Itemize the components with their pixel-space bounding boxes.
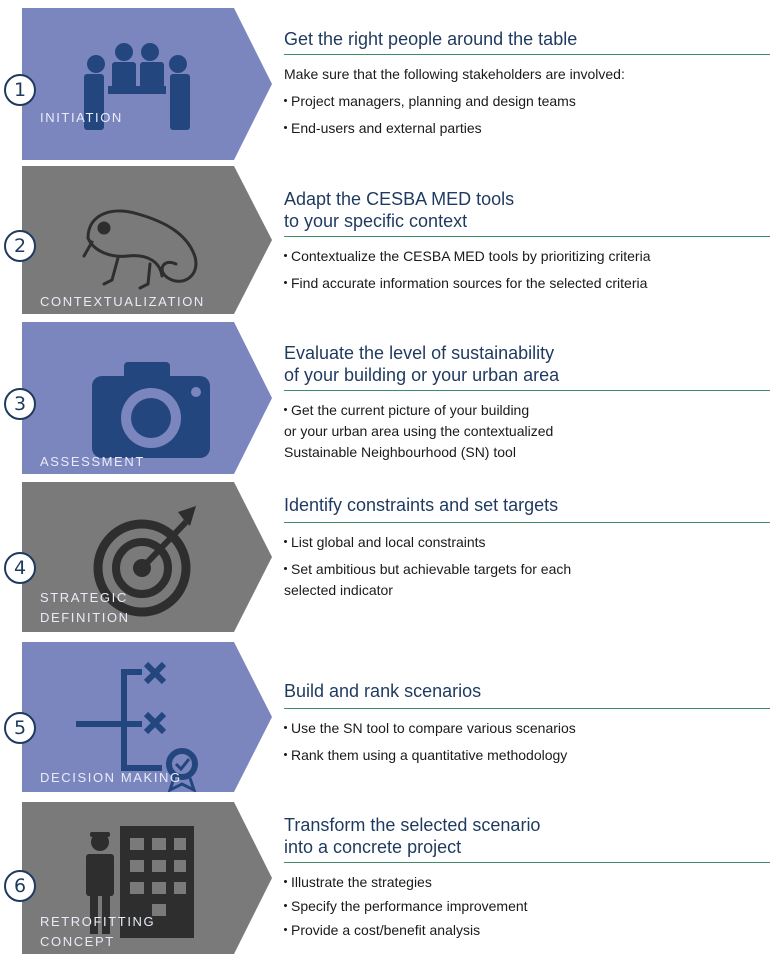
- bullet-item: Rank them using a quantitative methodolo…: [284, 745, 762, 766]
- step-number: 4: [4, 552, 36, 584]
- chevron-retrofitting-concept: [22, 802, 272, 954]
- bullet-item: Make sure that the following stakeholder…: [284, 66, 625, 82]
- step-title: Evaluate the level of sustainability of …: [284, 343, 560, 385]
- step-title: Transform the selected scenario into a c…: [284, 815, 541, 857]
- step-6: 6 RETROFITTING CONCEPT Transform the sel…: [0, 802, 770, 954]
- step-bullets: List global and local constraints Set am…: [284, 532, 762, 607]
- bullet-item: Specify the performance improvement: [284, 896, 762, 917]
- phase-label: STRATEGIC DEFINITION: [40, 590, 130, 625]
- step-2: 2 CONTEXTUALIZATION Adapt the CESBA MED …: [0, 166, 770, 314]
- bullet-item: Find accurate information sources for th…: [284, 273, 762, 294]
- bullet-item: Project managers, planning and design te…: [284, 91, 762, 112]
- step-bullets: Get the current picture of your building…: [284, 400, 762, 469]
- step-bullets: Illustrate the strategies Specify the pe…: [284, 872, 762, 944]
- step-number: 6: [4, 870, 36, 902]
- bullet-item: Set ambitious but achievable targets for…: [284, 561, 572, 598]
- step-title: Get the right people around the table: [284, 29, 578, 49]
- bullet-item: Contextualize the CESBA MED tools by pri…: [284, 246, 762, 267]
- step-number: 5: [4, 712, 36, 744]
- worker-and-building-icon: [86, 826, 194, 938]
- phase-label: CONTEXTUALIZATION: [40, 294, 205, 309]
- step-title: Identify constraints and set targets: [284, 495, 559, 515]
- step-bullets: Make sure that the following stakeholder…: [284, 64, 762, 145]
- step-3: 3 ASSESSMENT Evaluate the level of susta…: [0, 322, 770, 474]
- chevron-contextualization: [22, 166, 272, 314]
- title-rule: [284, 236, 770, 237]
- bullet-item: Get the current picture of your building…: [284, 402, 554, 460]
- step-number: 3: [4, 388, 36, 420]
- chevron-strategic-definition: [22, 482, 272, 632]
- step-bullets: Use the SN tool to compare various scena…: [284, 718, 762, 772]
- phase-label: DECISION MAKING: [40, 770, 182, 785]
- people-around-table-icon: [84, 43, 190, 130]
- step-1: 1 INITIATION Get the right people around…: [0, 8, 770, 160]
- bullet-item: End-users and external parties: [284, 118, 762, 139]
- step-4: 4 STRATEGIC DEFINITION Identify constrai…: [0, 482, 770, 632]
- title-rule: [284, 862, 770, 863]
- chevron-assessment: [22, 322, 272, 474]
- step-number: 2: [4, 230, 36, 262]
- step-number: 1: [4, 74, 36, 106]
- chameleon-icon: [82, 209, 198, 290]
- bullet-item: Illustrate the strategies: [284, 872, 762, 893]
- phase-label: ASSESSMENT: [40, 454, 145, 469]
- step-bullets: Contextualize the CESBA MED tools by pri…: [284, 246, 762, 300]
- decision-tree-icon: [76, 661, 198, 792]
- title-rule: [284, 708, 770, 709]
- step-title: Build and rank scenarios: [284, 681, 482, 701]
- bullet-item: Use the SN tool to compare various scena…: [284, 718, 762, 739]
- chevron-decision-making: [22, 642, 272, 792]
- step-5: 5 DECISION MAKING Build and rank scenari…: [0, 642, 770, 792]
- step-title: Adapt the CESBA MED tools to your specif…: [284, 189, 515, 231]
- title-rule: [284, 54, 770, 55]
- target-icon: [93, 506, 196, 617]
- bullet-item: Provide a cost/benefit analysis: [284, 920, 762, 941]
- bullet-item: List global and local constraints: [284, 532, 762, 553]
- title-rule: [284, 390, 770, 391]
- phase-label: RETROFITTING CONCEPT: [40, 914, 156, 949]
- phase-label: INITIATION: [40, 110, 123, 125]
- chevron-initiation: [22, 8, 272, 160]
- camera-icon: [92, 362, 210, 458]
- title-rule: [284, 522, 770, 523]
